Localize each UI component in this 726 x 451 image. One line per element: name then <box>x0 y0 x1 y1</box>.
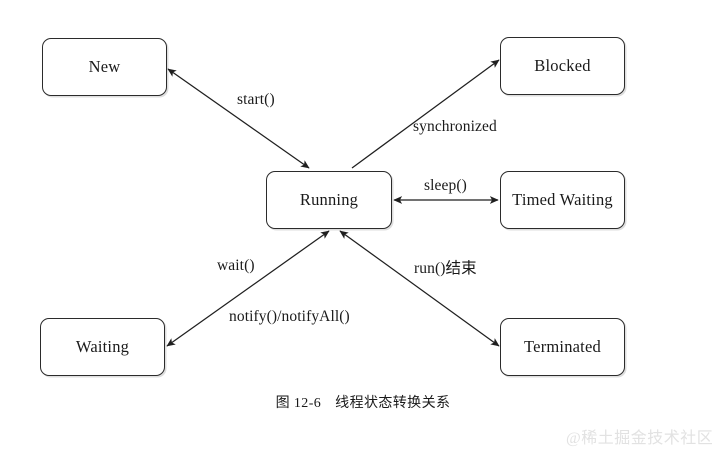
edge-new-running <box>167 68 310 169</box>
edge-running-waiting <box>166 230 330 347</box>
edge-label-synchronized: synchronized <box>413 118 497 135</box>
edge-running-blocked <box>351 59 500 169</box>
state-node-timed-waiting[interactable]: Timed Waiting <box>500 171 625 229</box>
figure-caption-text: 线程状态转换关系 <box>335 396 451 411</box>
state-node-waiting[interactable]: Waiting <box>40 318 165 376</box>
figure-caption-number: 图 12-6 <box>275 396 322 411</box>
edge-label-sleep: sleep() <box>424 177 467 194</box>
edge-label-wait: wait() <box>217 257 255 274</box>
state-node-terminated-label: Terminated <box>524 337 601 356</box>
figure-caption: 图 12-6 线程状态转换关系 <box>0 392 726 412</box>
state-node-terminated[interactable]: Terminated <box>500 318 625 376</box>
state-node-timed-waiting-label: Timed Waiting <box>512 190 613 209</box>
state-node-blocked[interactable]: Blocked <box>500 37 625 95</box>
edge-label-start: start() <box>237 91 275 108</box>
state-node-waiting-label: Waiting <box>75 337 130 356</box>
state-node-running-label: Running <box>299 190 359 209</box>
edge-label-notify: notify()/notifyAll() <box>229 308 350 325</box>
state-node-running[interactable]: Running <box>266 171 392 229</box>
state-node-new-label: New <box>88 57 121 76</box>
edge-running-terminated <box>339 230 500 347</box>
edge-label-run-finish: run()结束 <box>414 260 477 277</box>
watermark: @稀土掘金技术社区 <box>566 430 714 447</box>
state-node-new[interactable]: New <box>42 38 167 96</box>
state-node-blocked-label: Blocked <box>534 56 591 75</box>
